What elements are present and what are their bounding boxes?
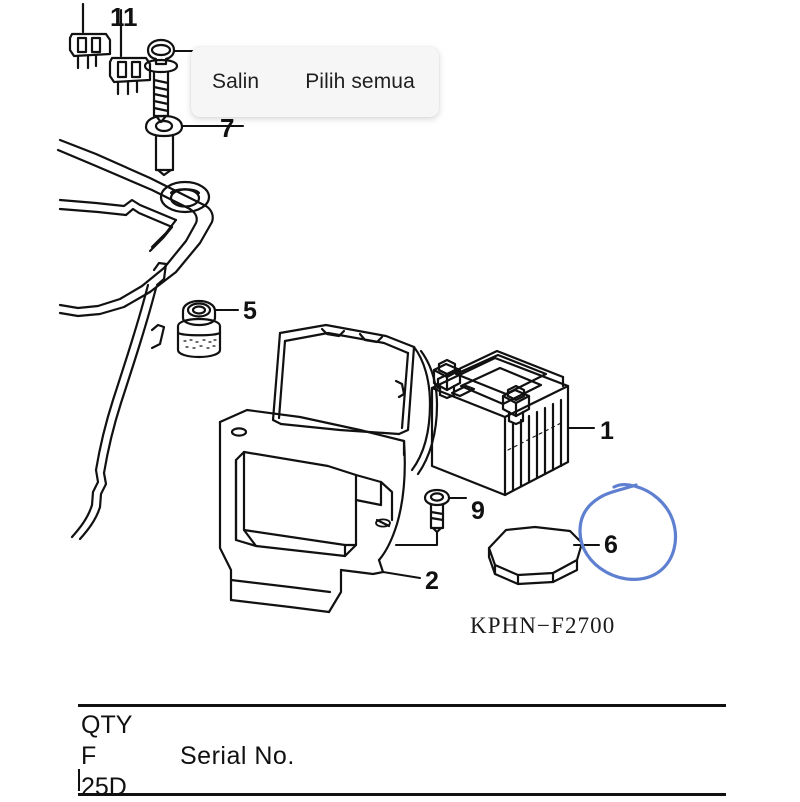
callout-label-1: 1: [600, 417, 614, 445]
callout-label-6: 6: [604, 531, 618, 559]
table-cell-qty-header: QTY: [81, 711, 133, 739]
callout-label-2: 2: [425, 567, 439, 595]
round-head-screw: [144, 114, 184, 177]
context-menu-item-select-all[interactable]: Pilih semua: [305, 70, 415, 93]
table-cell-f-value: F: [81, 742, 97, 770]
callout-label-7: 7: [220, 113, 235, 143]
callout-label-11: 11: [110, 2, 138, 32]
battery-rubber-pad: [487, 525, 584, 586]
callout-label-9: 9: [471, 497, 485, 525]
frame-bracket-drawing: [56, 138, 214, 541]
battery-box: [218, 323, 439, 614]
fuse-connector-callout-11: [108, 20, 152, 96]
table-bottom-rule: [78, 793, 726, 796]
battery: [430, 349, 570, 497]
text-selection-context-menu[interactable]: Salin Pilih semua: [191, 47, 439, 117]
fuse-connector-left: [68, 2, 112, 70]
table-cell-serial-header: Serial No.: [180, 742, 295, 770]
table-body: QTY F Serial No. 25D: [78, 707, 726, 801]
rubber-mount-grommet: [176, 299, 222, 359]
hand-drawn-circle: [578, 483, 678, 581]
parts-table: QTY F Serial No. 25D: [78, 704, 726, 801]
context-menu-item-copy[interactable]: Salin: [212, 70, 260, 93]
table-cell-code-value: 25D: [81, 773, 127, 801]
table-row-tick: [78, 769, 80, 791]
table-top-rule: [78, 704, 726, 707]
callout-label-5: 5: [243, 297, 257, 325]
part-number-caption: KPHN−F2700: [470, 613, 616, 638]
leader-lines: [119, 8, 601, 580]
